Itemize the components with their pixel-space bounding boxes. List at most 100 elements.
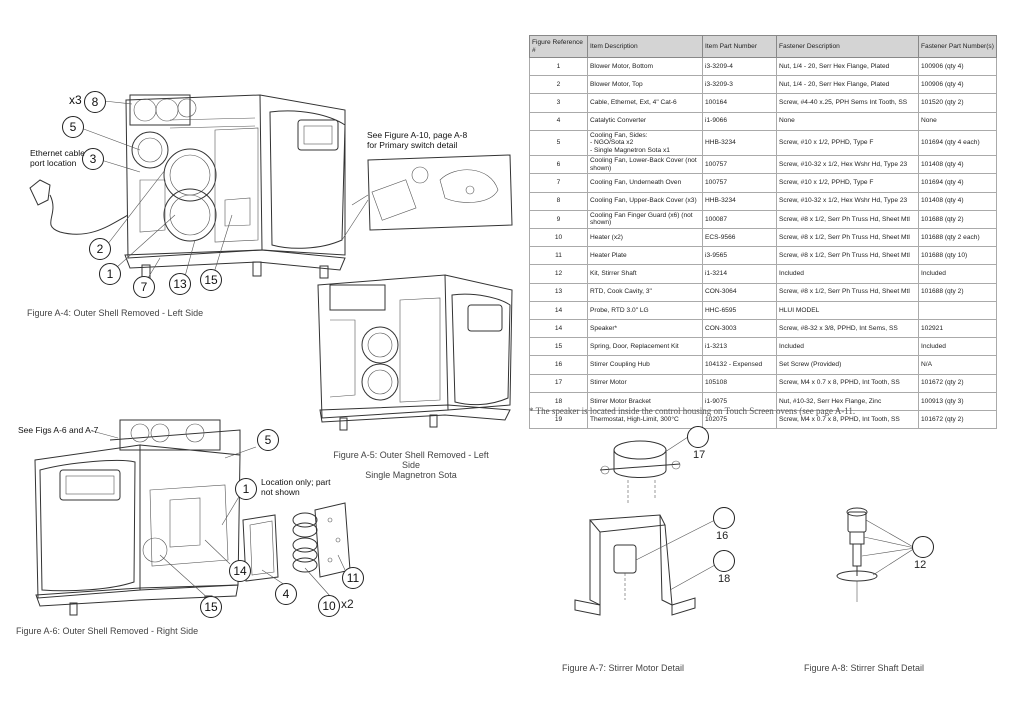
cell-item-description: Thermostat, High-Limit, 300°C <box>587 409 703 430</box>
header-figure-ref: Figure Reference # <box>529 35 588 58</box>
cell-fastener-part-number: Included <box>918 337 997 357</box>
cell-fastener-part-number: 100906 (qty 4) <box>918 75 997 95</box>
figure-a6-drawing <box>34 419 351 616</box>
fan-count-x3: x3 <box>69 93 82 107</box>
figure-a5-caption-line2: Single Magnetron Sota <box>365 470 457 480</box>
cell-fastener-part-number: 101688 (qty 10) <box>918 246 997 266</box>
cell-figure-ref: 5 <box>529 129 588 157</box>
parts-table: Figure Reference # Item Description Item… <box>529 35 997 430</box>
figure-a4-caption: Figure A-4: Outer Shell Removed - Left S… <box>27 308 204 318</box>
cell-fastener-part-number <box>918 300 997 320</box>
cell-fastener-part-number: 101688 (qty 2) <box>918 282 997 302</box>
callout-3: 3 <box>82 148 104 170</box>
callout-14: 14 <box>229 560 251 582</box>
cell-fastener-description: Screw, #4-40 x.25, PPH Sems Int Tooth, S… <box>776 93 919 113</box>
cell-item-part-number: i3-9565 <box>702 246 777 266</box>
cell-fastener-description: Screw, #8 x 1/2, Serr Ph Truss Hd, Sheet… <box>776 246 919 266</box>
cell-fastener-description: None <box>776 111 919 131</box>
callout-17-label: 17 <box>693 449 706 461</box>
cell-item-description: Stirrer Coupling Hub <box>587 355 703 375</box>
heater-count-x2: x2 <box>341 597 354 611</box>
callout-17 <box>687 426 709 448</box>
callout-1: 1 <box>99 263 121 285</box>
location-only-note: Location only; part not shown <box>261 477 331 497</box>
figure-a5-caption-line1: Figure A-5: Outer Shell Removed - Left S… <box>333 450 489 470</box>
callout-18 <box>713 550 735 572</box>
figure-a5-drawing <box>317 274 513 431</box>
cell-fastener-description: Screw, #8 x 1/2, Serr Ph Truss Hd, Sheet… <box>776 282 919 302</box>
cell-fastener-part-number: None <box>918 111 997 131</box>
cell-fastener-description: HLUI MODEL <box>776 300 919 320</box>
cell-item-description: Kit, Stirrer Shaft <box>587 264 703 284</box>
figure-a4-drawing <box>29 94 513 284</box>
figure-a5-caption: Figure A-5: Outer Shell Removed - Left S… <box>326 450 496 480</box>
cell-fastener-part-number: 101694 (qty 4 each) <box>918 129 997 157</box>
cell-item-description: Cable, Ethernet, Ext, 4" Cat-6 <box>587 93 703 113</box>
cell-fastener-description: Nut, #10-32, Serr Hex Flange, Zinc <box>776 391 919 411</box>
cell-fastener-part-number: 101694 (qty 4) <box>918 173 997 193</box>
cell-fastener-part-number: 100913 (qty 3) <box>918 391 997 411</box>
cell-fastener-part-number: 101688 (qty 2 each) <box>918 227 997 248</box>
callout-18-label: 18 <box>718 573 731 585</box>
cell-figure-ref: 13 <box>529 282 588 302</box>
callout-8: 8 <box>84 91 106 113</box>
figs-a6-a7-note: See Figs A-6 and A-7 <box>18 425 99 435</box>
cell-fastener-part-number: 101672 (qty 2) <box>918 409 997 430</box>
cell-fastener-part-number: 101520 (qty 2) <box>918 93 997 113</box>
callout-2: 2 <box>89 238 111 260</box>
cell-figure-ref: 17 <box>529 373 588 393</box>
cell-fastener-part-number: Included <box>918 264 997 284</box>
callout-1-a6: 1 <box>235 478 257 500</box>
cell-item-description: Blower Motor, Bottom <box>587 56 703 77</box>
speaker-footnote: * The speaker is located inside the cont… <box>529 406 856 416</box>
callout-7: 7 <box>133 276 155 298</box>
cell-fastener-part-number: 100906 (qty 4) <box>918 56 997 77</box>
cell-fastener-part-number: N/A <box>918 355 997 375</box>
callout-16-label: 16 <box>716 530 729 542</box>
cell-figure-ref: 14 <box>529 318 588 339</box>
callout-15-a6: 15 <box>200 596 222 618</box>
callout-16 <box>713 507 735 529</box>
cell-item-description: RTD, Cook Cavity, 3" <box>587 282 703 302</box>
callout-12-label: 12 <box>914 559 927 571</box>
figure-a7-drawing <box>574 436 716 616</box>
figure-a6-caption: Figure A-6: Outer Shell Removed - Right … <box>16 626 199 636</box>
callout-15: 15 <box>200 269 222 291</box>
callout-10: 10 <box>318 595 340 617</box>
cell-fastener-description: Set Screw (Provided) <box>776 355 919 375</box>
figure-a8-drawing <box>836 507 916 602</box>
cell-fastener-part-number: 102921 <box>918 318 997 339</box>
callout-5: 5 <box>62 116 84 138</box>
switch-detail-note: See Figure A-10, page A-8 for Primary sw… <box>367 130 468 150</box>
callout-12 <box>912 536 934 558</box>
cell-fastener-description: Screw, #10 x 1/2, PPHD, Type F <box>776 129 919 157</box>
callout-13: 13 <box>169 273 191 295</box>
callout-11: 11 <box>342 567 364 589</box>
callout-5-a6: 5 <box>257 429 279 451</box>
cell-figure-ref: 18 <box>529 391 588 411</box>
figure-a8-caption: Figure A-8: Stirrer Shaft Detail <box>804 663 925 673</box>
figure-a7-caption: Figure A-7: Stirrer Motor Detail <box>562 663 685 673</box>
cell-item-description: Spring, Door, Replacement Kit <box>587 337 703 357</box>
cell-fastener-part-number: 101672 (qty 2) <box>918 373 997 393</box>
